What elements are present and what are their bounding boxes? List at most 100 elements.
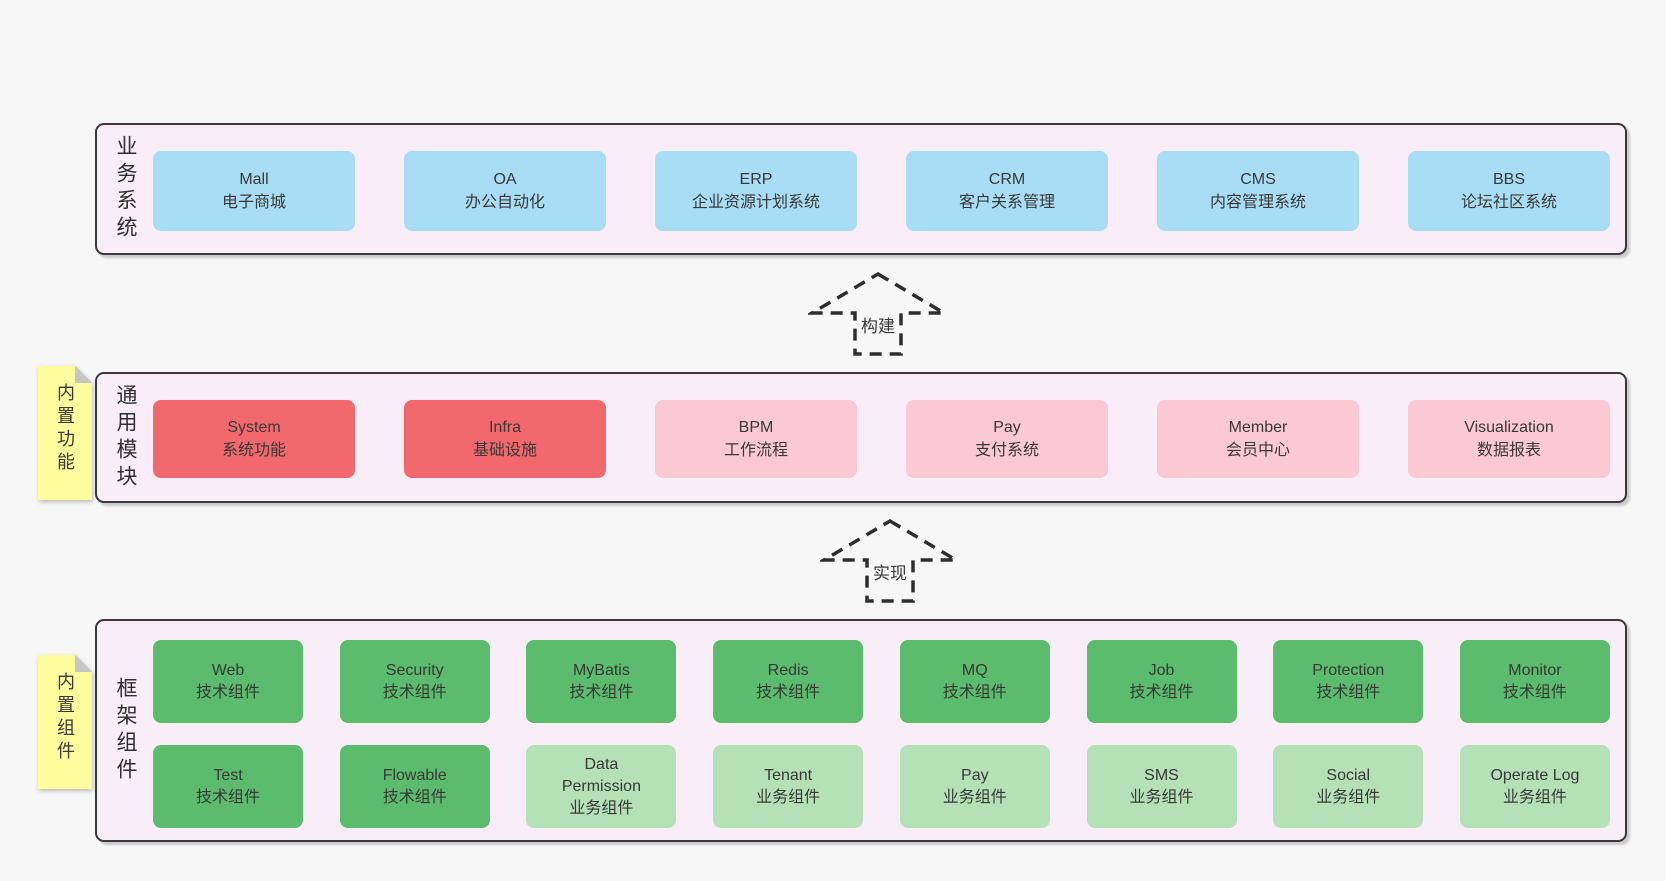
box-title: Tenant bbox=[764, 766, 813, 784]
box-title: Operate Log bbox=[1490, 766, 1580, 784]
box-subtitle: 技术组件 bbox=[195, 683, 260, 701]
box-title: Web bbox=[211, 661, 245, 679]
box-subtitle: 技术组件 bbox=[195, 788, 260, 806]
box-title: CRM bbox=[988, 171, 1026, 188]
box-visualization: Visualization 数据报表 bbox=[1408, 400, 1610, 478]
up-block-arrow-icon bbox=[820, 518, 960, 603]
box-title: OA bbox=[493, 171, 517, 188]
common-modules-row: System 系统功能 Infra 基础设施 BPM 工作流程 Pay 支付系统… bbox=[153, 400, 1610, 478]
box-mybatis: MyBatis 技术组件 bbox=[526, 640, 677, 723]
box-title: BPM bbox=[738, 419, 774, 436]
band-business-systems: 业务系统 Mall 电子商城 OA 办公自动化 ERP 企业资源计划系统 CRM… bbox=[95, 123, 1627, 255]
box-title: MyBatis bbox=[572, 661, 630, 679]
box-data-permission: Data Permission 业务组件 bbox=[526, 745, 677, 828]
box-title: ERP bbox=[739, 171, 773, 188]
box-mq: MQ 技术组件 bbox=[899, 640, 1050, 723]
box-title: MQ bbox=[961, 661, 988, 679]
note-fold-corner-icon bbox=[75, 655, 92, 672]
box-subtitle: 办公自动化 bbox=[464, 194, 545, 211]
box-subtitle: 内容管理系统 bbox=[1209, 194, 1306, 211]
arrow-implement-label: 实现 bbox=[873, 564, 907, 583]
box-title: Protection bbox=[1312, 661, 1385, 679]
box-subtitle: 技术组件 bbox=[1502, 683, 1567, 701]
box-subtitle: 技术组件 bbox=[382, 788, 447, 806]
box-subtitle: 业务组件 bbox=[569, 799, 634, 817]
arrow-build-label: 构建 bbox=[861, 317, 895, 336]
box-subtitle: 支付系统 bbox=[974, 442, 1039, 459]
box-subtitle: 电子商城 bbox=[221, 194, 286, 211]
arrow-build: 构建 bbox=[808, 271, 948, 357]
box-member: Member 会员中心 bbox=[1157, 400, 1359, 478]
box-subtitle: 业务组件 bbox=[1129, 788, 1194, 806]
box-title: Redis bbox=[767, 661, 809, 679]
box-title: Data Permission bbox=[561, 755, 641, 795]
business-systems-row: Mall 电子商城 OA 办公自动化 ERP 企业资源计划系统 CRM 客户关系… bbox=[153, 151, 1610, 231]
box-subtitle: 业务组件 bbox=[756, 788, 821, 806]
box-operate-log: Operate Log 业务组件 bbox=[1459, 745, 1610, 828]
box-subtitle: 基础设施 bbox=[472, 442, 537, 459]
sticky-note-icon bbox=[38, 366, 92, 500]
box-subtitle: 系统功能 bbox=[221, 442, 286, 459]
box-pay-module: Pay 支付系统 bbox=[906, 400, 1108, 478]
box-subtitle: 业务组件 bbox=[942, 788, 1007, 806]
box-tenant: Tenant 业务组件 bbox=[713, 745, 864, 828]
box-subtitle: 技术组件 bbox=[1129, 683, 1194, 701]
box-mall: Mall 电子商城 bbox=[153, 151, 355, 231]
box-title: Member bbox=[1228, 419, 1288, 436]
box-title: BBS bbox=[1492, 171, 1525, 188]
up-block-arrow-icon bbox=[808, 271, 948, 356]
box-title: Monitor bbox=[1508, 661, 1562, 679]
box-title: Test bbox=[213, 766, 243, 784]
box-subtitle: 客户关系管理 bbox=[958, 194, 1055, 211]
box-bbs: BBS 论坛社区系统 bbox=[1408, 151, 1610, 231]
box-test: Test 技术组件 bbox=[153, 745, 303, 828]
box-sms: SMS 业务组件 bbox=[1086, 745, 1237, 828]
box-infra: Infra 基础设施 bbox=[404, 400, 606, 478]
framework-components-row-2: Test 技术组件 Flowable 技术组件 Data Permission … bbox=[153, 745, 1610, 828]
box-title: CMS bbox=[1240, 171, 1276, 188]
band-framework-components: 框架组件 Web 技术组件 Security 技术组件 MyBatis 技术组件… bbox=[95, 619, 1627, 842]
box-job: Job 技术组件 bbox=[1086, 640, 1237, 723]
band-common-modules: 通用模块 System 系统功能 Infra 基础设施 BPM 工作流程 Pay… bbox=[95, 372, 1627, 503]
box-bpm: BPM 工作流程 bbox=[655, 400, 857, 478]
box-protection: Protection 技术组件 bbox=[1273, 640, 1424, 723]
box-title: Pay bbox=[961, 766, 989, 784]
box-subtitle: 技术组件 bbox=[382, 683, 447, 701]
box-web: Web 技术组件 bbox=[153, 640, 303, 723]
note-label: 内置功能 bbox=[55, 383, 75, 475]
sticky-note-icon bbox=[38, 655, 92, 789]
box-cms: CMS 内容管理系统 bbox=[1157, 151, 1359, 231]
band-label-business-systems: 业务系统 bbox=[114, 135, 137, 243]
box-subtitle: 技术组件 bbox=[569, 683, 634, 701]
box-title: Visualization bbox=[1464, 419, 1554, 436]
box-subtitle: 技术组件 bbox=[1316, 683, 1381, 701]
arrow-implement: 实现 bbox=[820, 518, 960, 604]
note-label: 内置组件 bbox=[55, 672, 75, 764]
box-erp: ERP 企业资源计划系统 bbox=[655, 151, 857, 231]
note-built-in-features: 内置功能 bbox=[38, 366, 92, 500]
band-label-common-modules: 通用模块 bbox=[114, 383, 137, 492]
box-subtitle: 业务组件 bbox=[1316, 788, 1381, 806]
box-pay-component: Pay 业务组件 bbox=[899, 745, 1050, 828]
box-subtitle: 技术组件 bbox=[942, 683, 1007, 701]
box-subtitle: 工作流程 bbox=[723, 442, 788, 459]
box-crm: CRM 客户关系管理 bbox=[906, 151, 1108, 231]
box-subtitle: 技术组件 bbox=[756, 683, 821, 701]
box-flowable: Flowable 技术组件 bbox=[339, 745, 490, 828]
box-oa: OA 办公自动化 bbox=[404, 151, 606, 231]
box-subtitle: 企业资源计划系统 bbox=[691, 194, 820, 211]
box-title: SMS bbox=[1144, 766, 1179, 784]
box-title: Mall bbox=[239, 171, 269, 188]
box-subtitle: 数据报表 bbox=[1476, 442, 1541, 459]
box-subtitle: 业务组件 bbox=[1502, 788, 1567, 806]
box-subtitle: 会员中心 bbox=[1225, 442, 1290, 459]
note-fold-corner-icon bbox=[75, 366, 92, 383]
box-system: System 系统功能 bbox=[153, 400, 355, 478]
box-title: Security bbox=[385, 661, 444, 679]
box-redis: Redis 技术组件 bbox=[713, 640, 864, 723]
note-built-in-components: 内置组件 bbox=[38, 655, 92, 789]
box-title: Flowable bbox=[382, 766, 447, 784]
framework-components-row-1: Web 技术组件 Security 技术组件 MyBatis 技术组件 Redi… bbox=[153, 640, 1610, 723]
box-title: Job bbox=[1148, 661, 1175, 679]
